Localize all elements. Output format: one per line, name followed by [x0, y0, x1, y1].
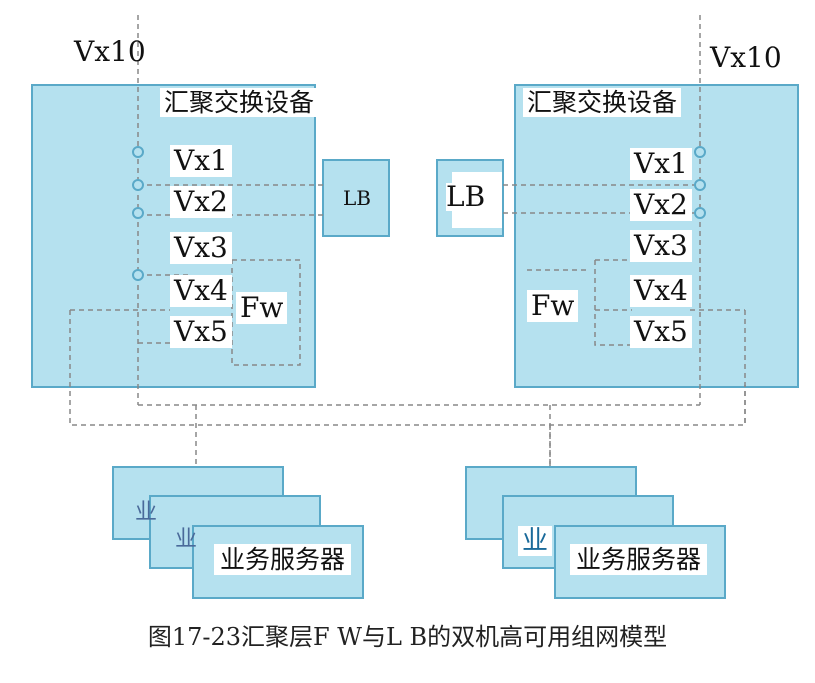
left-server-label: 业务服务器	[214, 544, 352, 575]
lb-left-label: LB	[343, 186, 371, 210]
left-port-vx3: Vx3	[170, 232, 232, 264]
left-port-vx4: Vx4	[170, 275, 232, 307]
right-fw-label: Fw	[527, 290, 579, 322]
left-server-stack	[112, 466, 364, 599]
right-port-vx4: Vx4	[630, 275, 692, 307]
left-port-vx5: Vx5	[170, 316, 232, 348]
right-port-vx2: Vx2	[630, 189, 692, 221]
figure-caption: 图17-23汇聚层F W与L B的双机高可用组网模型	[147, 623, 668, 651]
dashed-links	[69, 15, 746, 467]
left-port-circles	[132, 146, 144, 281]
left-vx10-label: Vx10	[74, 35, 146, 68]
left-port-vx1: Vx1	[170, 145, 232, 177]
right-vx10-label: Vx10	[710, 41, 782, 74]
right-server-ghost-1: 业	[518, 526, 553, 556]
right-server-stack	[465, 466, 726, 599]
right-port-circles	[694, 146, 706, 219]
right-port-vx3: Vx3	[630, 230, 692, 262]
left-server-ghost-2: 业	[175, 527, 198, 552]
left-fw-label: Fw	[236, 292, 288, 324]
lb-right-label: LB	[446, 180, 486, 213]
right-switch-title: 汇聚交换设备	[523, 88, 682, 117]
left-port-vx2: Vx2	[170, 186, 232, 218]
right-server-label: 业务服务器	[570, 544, 708, 575]
lb-left-box	[322, 159, 390, 237]
right-port-vx1: Vx1	[630, 148, 692, 180]
left-server-ghost-1: 业	[135, 500, 158, 525]
left-switch-title: 汇聚交换设备	[160, 88, 319, 117]
right-port-vx5: Vx5	[630, 316, 692, 348]
